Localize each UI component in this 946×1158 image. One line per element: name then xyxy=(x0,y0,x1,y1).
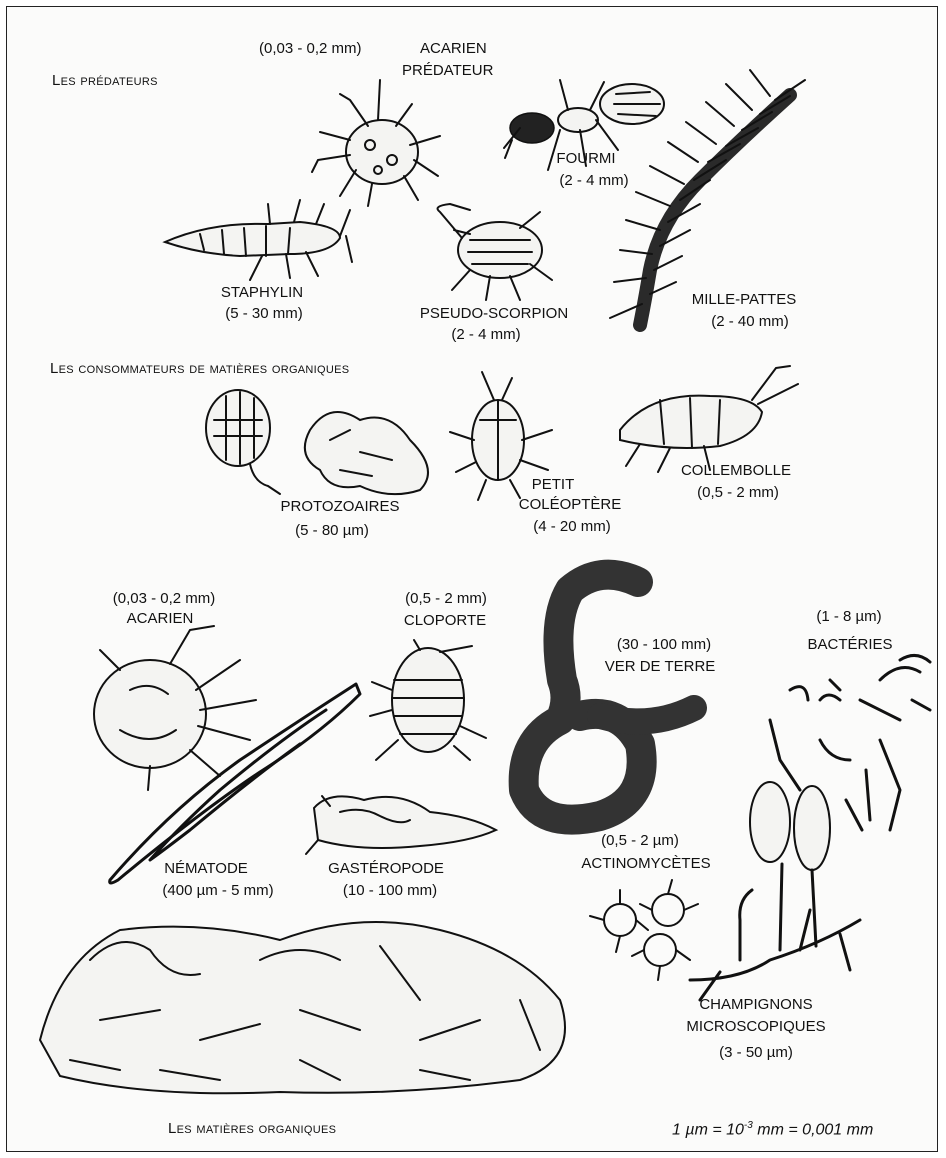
centipede-size: (2 - 40 mm) xyxy=(711,313,789,331)
gastropod-size: (10 - 100 mm) xyxy=(343,882,437,900)
protozoa-name: PROTOZOAIRES xyxy=(281,498,400,516)
small-beetle-name: PETIT xyxy=(532,476,575,494)
ant-name: FOURMI xyxy=(556,150,615,168)
centipede-name: MILLE-PATTES xyxy=(692,291,796,309)
mite-size: (0,03 - 0,2 mm) xyxy=(113,590,216,608)
rove-beetle-name: STAPHYLIN xyxy=(221,284,303,302)
ant-size: (2 - 4 mm) xyxy=(559,172,628,190)
bacteria-name: BACTÉRIES xyxy=(807,636,892,654)
unit-conversion-note: 1 µm = 10-3 mm = 0,001 mm xyxy=(672,1120,873,1139)
nematode-size: (400 µm - 5 mm) xyxy=(162,882,273,900)
actinomycetes-drawing xyxy=(590,880,698,980)
predatory-mite-drawing xyxy=(312,80,440,206)
springtail-size: (0,5 - 2 mm) xyxy=(697,484,779,502)
pseudoscorpion-drawing xyxy=(438,204,552,300)
earthworm-drawing xyxy=(524,575,694,820)
fungi-size: (3 - 50 µm) xyxy=(719,1044,793,1062)
small-beetle-name-line2: COLÉOPTÈRE xyxy=(519,496,622,514)
woodlouse-name: CLOPORTE xyxy=(404,612,486,630)
pseudoscorpion-size: (2 - 4 mm) xyxy=(451,326,520,344)
protozoa-drawing xyxy=(206,390,428,494)
section-consumers-title: Les consommateurs de matières organiques xyxy=(50,360,349,377)
rove-beetle-drawing xyxy=(165,200,352,280)
bacteria-size: (1 - 8 µm) xyxy=(816,608,881,626)
organic-litter-drawing xyxy=(40,922,565,1093)
predatory-mite-size: (0,03 - 0,2 mm) xyxy=(259,40,362,58)
section-organic-matter-title: Les matières organiques xyxy=(168,1120,336,1137)
pseudoscorpion-name: PSEUDO-SCORPION xyxy=(420,305,568,323)
fungi-drawing xyxy=(690,782,860,1000)
earthworm-name: VER DE TERRE xyxy=(605,658,716,676)
springtail-name: COLLEMBOLLE xyxy=(681,462,791,480)
nematode-name: NÉMATODE xyxy=(164,860,248,878)
small-beetle-size: (4 - 20 mm) xyxy=(533,518,611,536)
springtail-drawing xyxy=(620,366,798,472)
section-predators-title: Les prédateurs xyxy=(52,72,158,89)
protozoa-size: (5 - 80 µm) xyxy=(295,522,369,540)
actinomycetes-name: ACTINOMYCÈTES xyxy=(581,855,710,873)
fungi-name-line2: MICROSCOPIQUES xyxy=(686,1018,825,1036)
woodlouse-drawing xyxy=(370,640,486,760)
actinomycetes-size: (0,5 - 2 µm) xyxy=(601,832,679,850)
fungi-name: CHAMPIGNONS xyxy=(699,996,812,1014)
predatory-mite-name: ACARIEN xyxy=(420,40,487,58)
bacteria-drawing xyxy=(770,655,930,830)
gastropod-drawing xyxy=(306,796,496,854)
predatory-mite-name-line2: PRÉDATEUR xyxy=(402,62,493,80)
earthworm-size: (30 - 100 mm) xyxy=(617,636,711,654)
mite-name: ACARIEN xyxy=(127,610,194,628)
gastropod-name: GASTÉROPODE xyxy=(328,860,444,878)
rove-beetle-size: (5 - 30 mm) xyxy=(225,305,303,323)
woodlouse-size: (0,5 - 2 mm) xyxy=(405,590,487,608)
